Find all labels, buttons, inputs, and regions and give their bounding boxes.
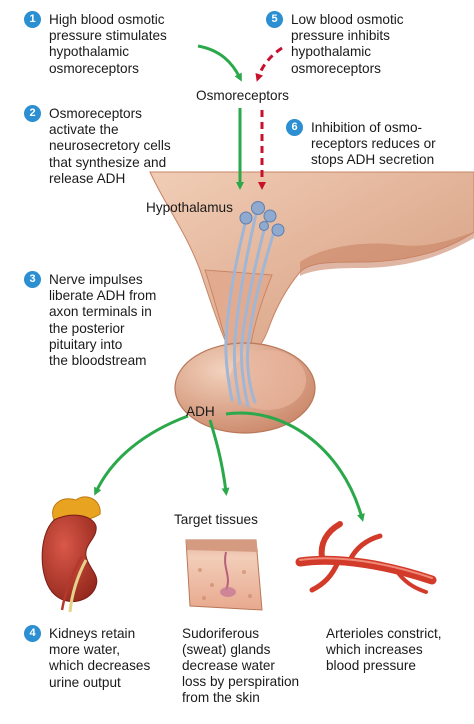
target-tissues-label: Target tissues — [174, 512, 258, 527]
step-6: 6 Inhibition of osmo- receptors reduces … — [286, 119, 436, 169]
hypothalamus-label: Hypothalamus — [146, 200, 233, 215]
step-1-text: High blood osmotic pressure stimulates h… — [49, 12, 167, 76]
step-5-badge: 5 — [266, 11, 283, 28]
neurosecretory-cell-bodies — [239, 201, 285, 237]
step-5: 5 Low blood osmotic pressure inhibits hy… — [266, 11, 404, 77]
step-2: 2 Osmoreceptors activate the neurosecret… — [24, 105, 171, 187]
kidney-illustration — [41, 496, 101, 613]
step-4-badge: 4 — [24, 625, 41, 642]
step-4: 4 Kidneys retain more water, which decre… — [24, 625, 151, 691]
step-2-badge: 2 — [24, 105, 41, 122]
adh-to-kidney-arrow — [94, 414, 189, 496]
step-3: 3 Nerve impulses liberate ADH from axon … — [24, 271, 157, 369]
arteriole-illustration — [295, 521, 437, 594]
step-5-text: Low blood osmotic pressure inhibits hypo… — [291, 12, 404, 76]
step-1: 1 High blood osmotic pressure stimulates… — [24, 11, 167, 77]
step-1-badge: 1 — [24, 11, 41, 28]
skin-illustration — [185, 539, 263, 611]
adh-label: ADH — [186, 404, 215, 419]
step-6-badge: 6 — [286, 119, 303, 136]
arterioles-effect-text: Arterioles constrict, which increases bl… — [326, 626, 442, 673]
step-2-text: Osmoreceptors activate the neurosecretor… — [49, 106, 171, 186]
stimulation-arrow-1 — [197, 44, 242, 82]
inhibition-arrow-1 — [255, 46, 283, 82]
third-ventricle-recess — [300, 232, 474, 276]
adh-to-skin-arrow — [208, 419, 230, 496]
step-3-text: Nerve impulses liberate ADH from axon te… — [49, 272, 157, 369]
neurosecretory-axons — [224, 212, 276, 408]
osmoreceptors-label: Osmoreceptors — [196, 88, 289, 103]
step-4-text: Kidneys retain more water, which decreas… — [49, 626, 151, 690]
step-3-badge: 3 — [24, 271, 41, 288]
sweat-glands-effect-text: Sudoriferous (sweat) glands decrease wat… — [182, 626, 300, 705]
adh-to-arterioles-arrow — [225, 411, 365, 522]
step-6-text: Inhibition of osmo- receptors reduces or… — [311, 120, 436, 168]
